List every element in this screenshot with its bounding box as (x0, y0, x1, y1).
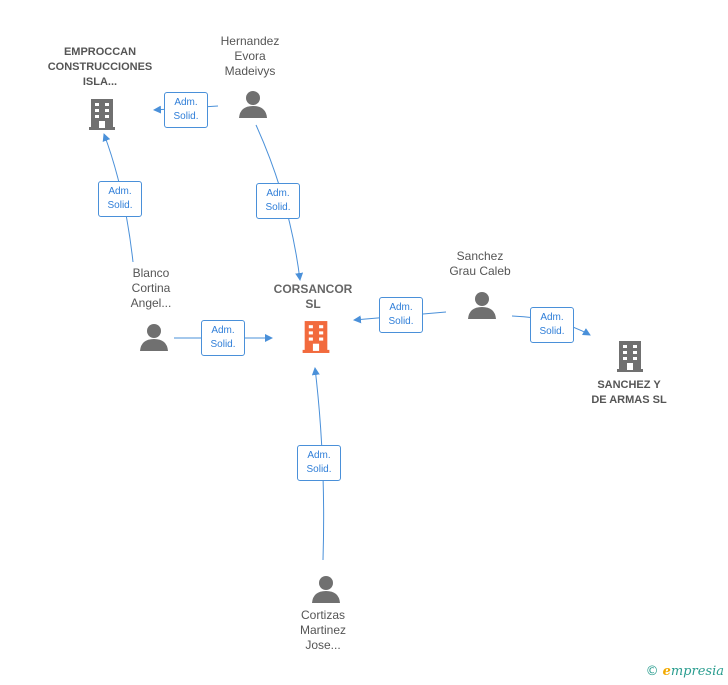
node-label-corsancor[interactable]: CORSANCOR SL (273, 282, 353, 311)
copyright-icon: © (645, 664, 659, 679)
edge-label-blanco-emproccan[interactable]: Adm.Solid. (98, 181, 142, 217)
edge-label-blanco-corsancor[interactable]: Adm.Solid. (201, 320, 245, 356)
edge-label-sanchezgrau-sanchezarmas[interactable]: Adm.Solid. (530, 307, 574, 343)
building-icon-sanchez-armas (617, 341, 643, 372)
person-icon-cortizas (312, 576, 340, 603)
edge-label-hernandez-emproccan[interactable]: Adm.Solid. (164, 92, 208, 128)
node-label-emproccan[interactable]: EMPROCCAN CONSTRUCCIONES ISLA... (47, 46, 153, 88)
node-label-cortizas[interactable]: Cortizas Martinez Jose... (299, 608, 346, 652)
node-label-sanchez-armas[interactable]: SANCHEZ Y DE ARMAS SL (591, 379, 667, 406)
building-icon-emproccan (89, 99, 115, 130)
edge-label-hernandez-corsancor[interactable]: Adm.Solid. (256, 183, 300, 219)
empresia-logo[interactable]: ©empresia (645, 664, 724, 679)
building-icon-corsancor (302, 321, 330, 353)
node-label-blanco[interactable]: Blanco Cortina Angel... (130, 266, 172, 310)
person-icon-blanco (140, 324, 168, 351)
edge-label-cortizas-corsancor[interactable]: Adm.Solid. (297, 445, 341, 481)
node-label-hernandez[interactable]: Hernandez Evora Madeivys (220, 34, 280, 78)
edge-label-sanchezgrau-corsancor[interactable]: Adm.Solid. (379, 297, 423, 333)
person-icon-sanchez-grau (468, 292, 496, 319)
node-label-sanchez-grau[interactable]: Sanchez Grau Caleb (449, 249, 511, 278)
person-icon-hernandez (239, 91, 267, 118)
